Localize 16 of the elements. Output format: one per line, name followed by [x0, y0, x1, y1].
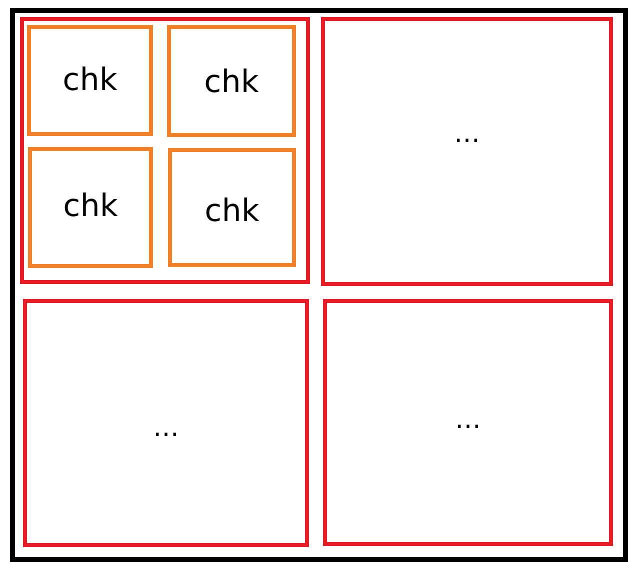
- container-box: [10, 8, 628, 562]
- content-box: [28, 147, 153, 268]
- container-box: [20, 17, 310, 284]
- box-label: chk: [62, 65, 118, 96]
- box-label: chk: [204, 196, 260, 227]
- box-label: chk: [63, 191, 118, 222]
- box-label: …: [455, 407, 481, 433]
- content-box: [321, 17, 613, 286]
- box-label: …: [153, 415, 179, 441]
- box-label: chk: [204, 67, 259, 98]
- content-box: [168, 148, 296, 267]
- content-box: [27, 25, 153, 136]
- content-box: [23, 299, 309, 547]
- content-box: [167, 25, 296, 137]
- box-label: …: [454, 121, 480, 147]
- content-box: [323, 299, 613, 546]
